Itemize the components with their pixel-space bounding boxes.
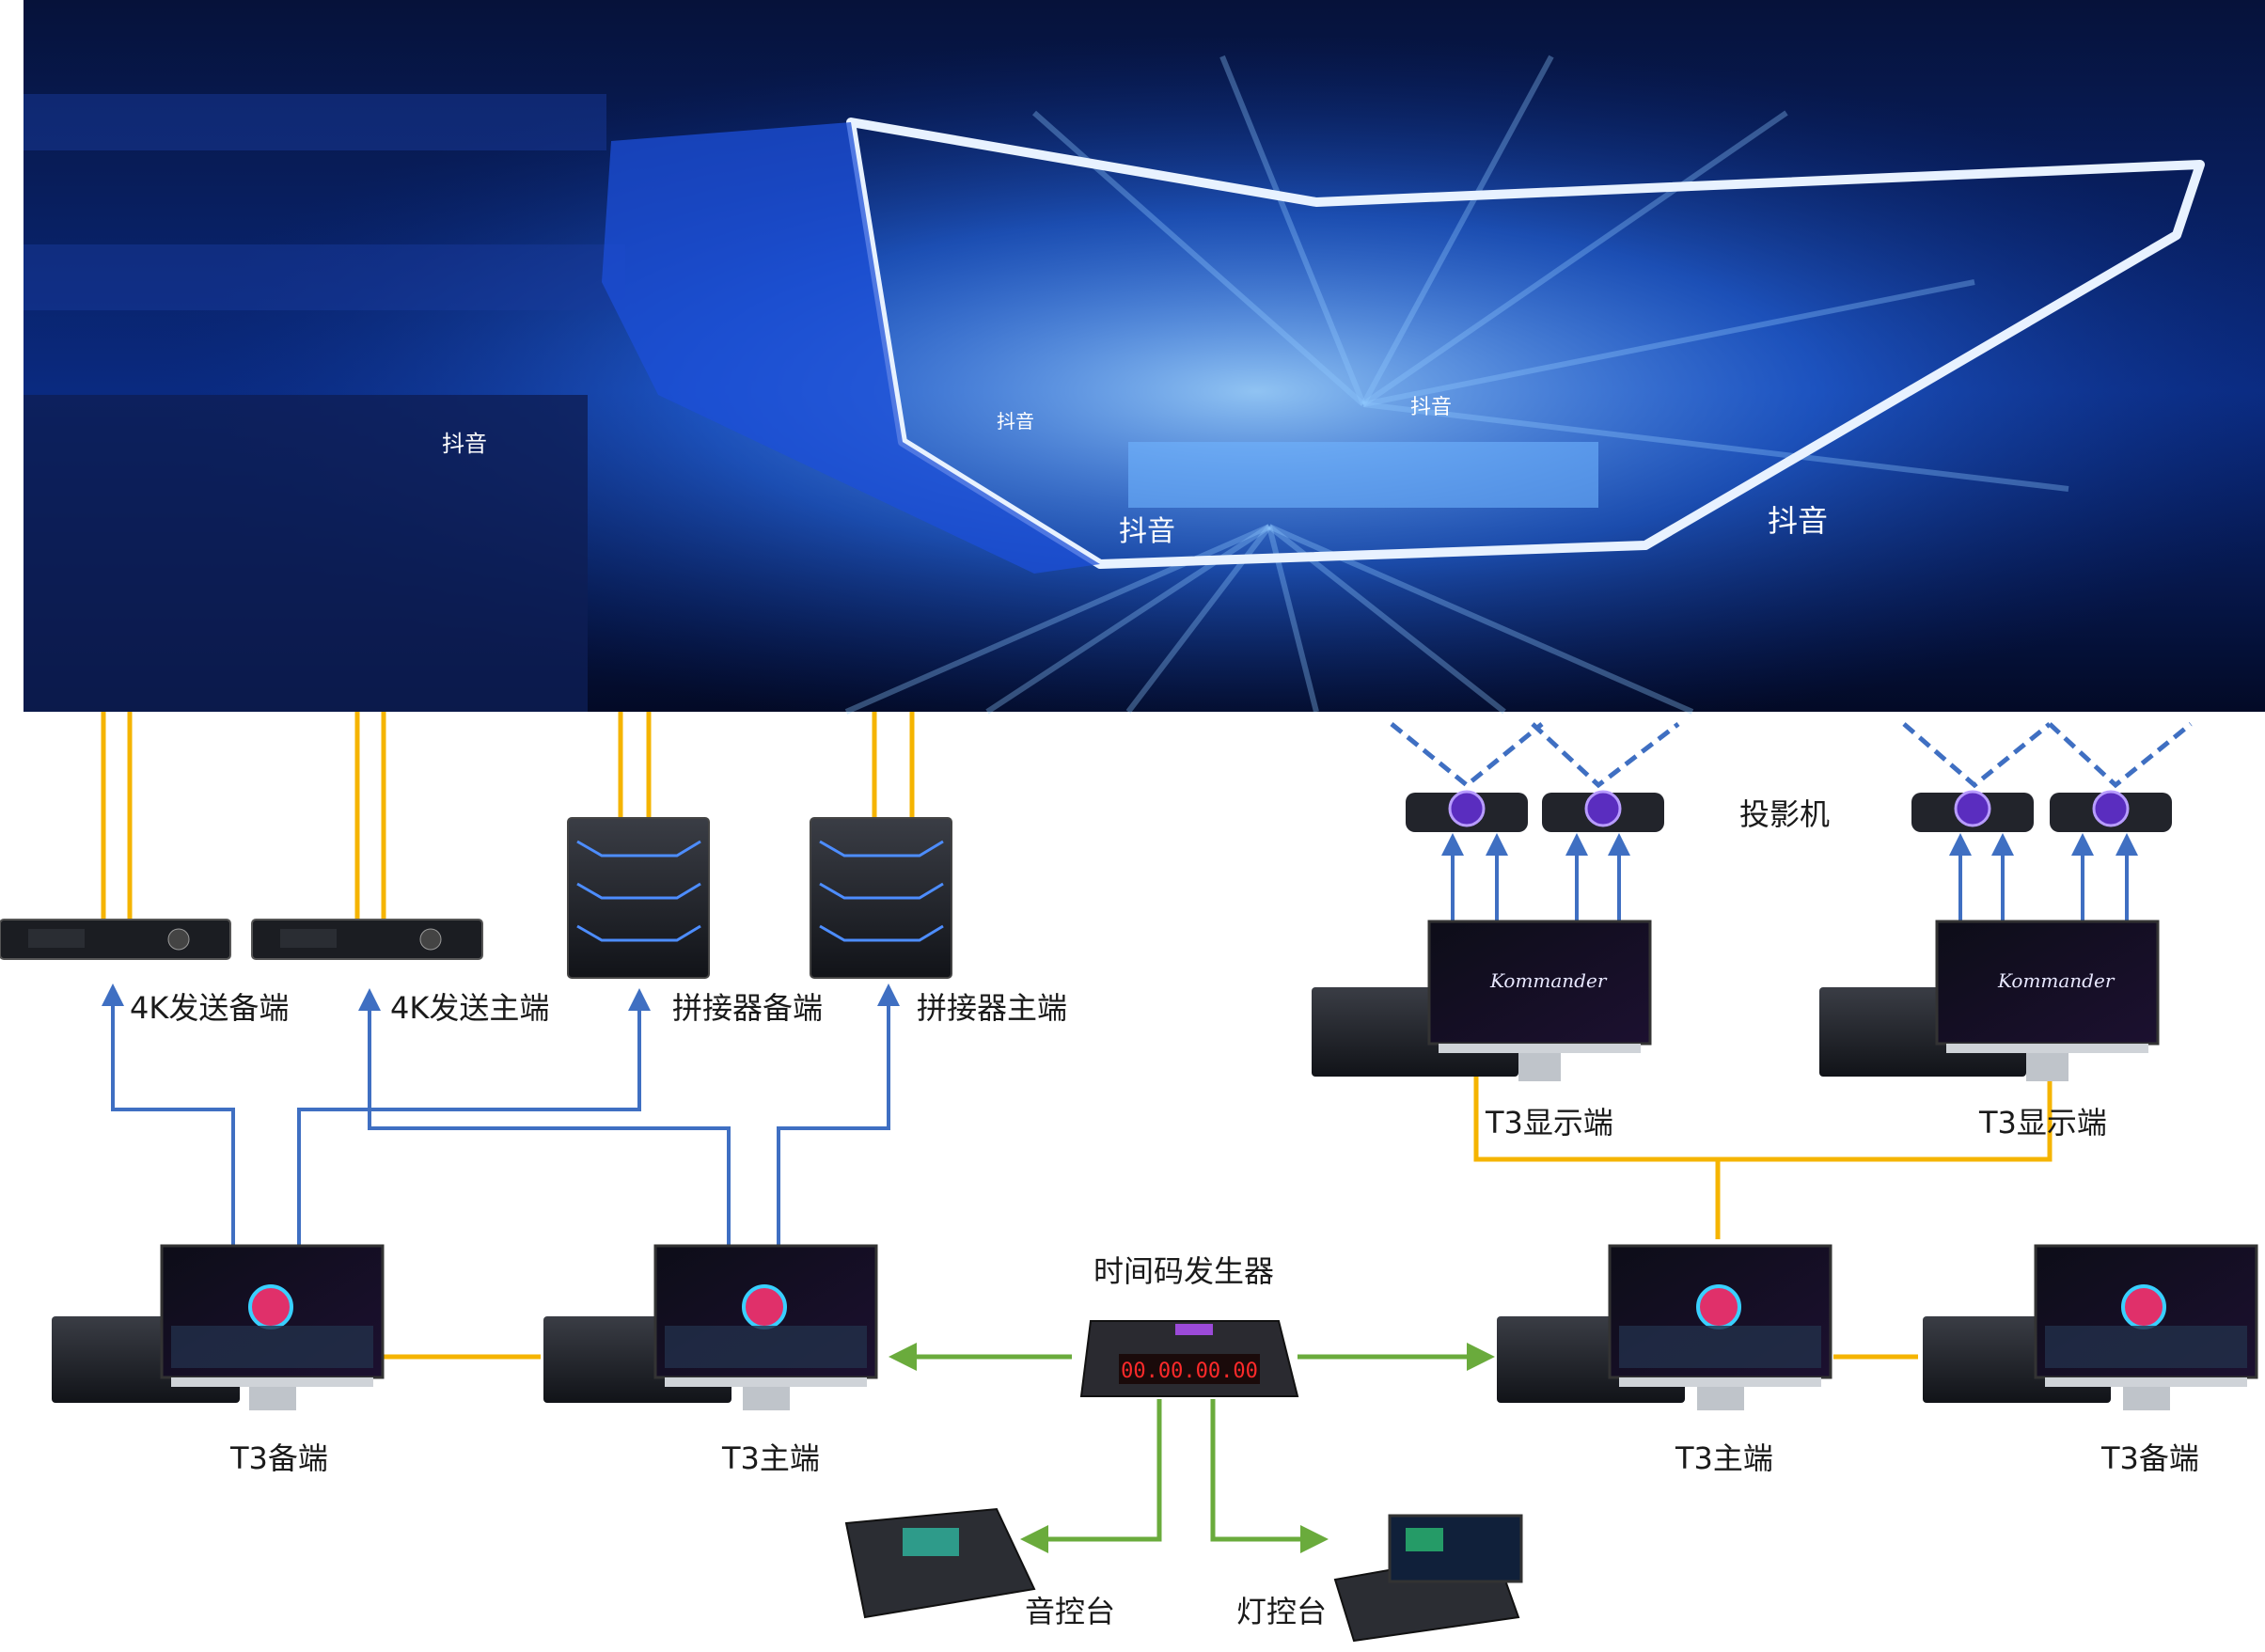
- brand-logo-3: 抖音: [1410, 396, 1452, 419]
- t3-backup-right-label: T3备端: [2100, 1440, 2199, 1476]
- t3-backup-right-station: [1923, 1244, 2258, 1410]
- seating-area: [24, 94, 625, 712]
- kommander-logo-right: Kommander: [1997, 969, 2116, 992]
- t3-display-left-label: T3显示端: [1485, 1105, 1613, 1141]
- audio-console-label: 音控台: [1025, 1594, 1115, 1629]
- kommander-logo-left: Kommander: [1489, 969, 1608, 992]
- brand-logo-5: 抖音: [442, 431, 487, 457]
- t3-main-left-label: T3主端: [721, 1440, 820, 1476]
- projector-label: 投影机: [1739, 796, 1830, 832]
- brand-logo-4: 抖音: [997, 410, 1034, 433]
- video-links: [101, 712, 2053, 1360]
- splicer-backup-label: 拼接器备端: [672, 990, 823, 1026]
- t3-display-right-label: T3显示端: [1978, 1105, 2107, 1141]
- sender-main-device: [251, 919, 483, 960]
- timecode-display: 00.00.00.00: [1121, 1360, 1258, 1383]
- t3-backup-left-label: T3备端: [229, 1440, 328, 1476]
- lighting-console-label: 灯控台: [1236, 1594, 1327, 1629]
- brand-logo-1: 抖音: [1119, 515, 1175, 548]
- stage-floor: [1128, 442, 1598, 508]
- timecode-links: [889, 1343, 1495, 1553]
- sender-backup-device: [0, 919, 231, 960]
- lighting-console-device: [1333, 1514, 1523, 1643]
- timecode-generator-device: 00.00.00.00: [1079, 1320, 1299, 1397]
- t3-display-left-station: Kommander: [1312, 920, 1652, 1081]
- t3-backup-left-station: [52, 1244, 385, 1410]
- projector-2: [1542, 790, 1664, 832]
- sender-main-label: 4K发送主端: [390, 990, 549, 1026]
- t3-main-left-station: [543, 1244, 878, 1410]
- audio-console-device: [844, 1507, 1036, 1619]
- t3-main-right-station: [1497, 1244, 1832, 1410]
- control-links: [102, 833, 2138, 1251]
- projection-beams: [1390, 722, 2193, 789]
- led-canopy-screen: [602, 122, 1100, 574]
- splicer-backup-device: [567, 817, 710, 979]
- led-canopy-frame: [846, 118, 2205, 569]
- brand-logo-2: 抖音: [1768, 503, 1828, 539]
- splicer-main-device: [810, 817, 952, 979]
- stage-photo: 抖音 抖音 抖音 抖音 抖音: [24, 0, 2265, 715]
- timecode-generator-label: 时间码发生器: [1093, 1253, 1274, 1289]
- t3-main-right-label: T3主端: [1675, 1440, 1773, 1476]
- projector-3: [1911, 790, 2034, 832]
- projector-4: [2050, 790, 2172, 832]
- splicer-main-label: 拼接器主端: [917, 990, 1067, 1026]
- t3-display-right-station: Kommander: [1819, 920, 2160, 1081]
- sender-backup-label: 4K发送备端: [130, 990, 289, 1026]
- projector-1: [1406, 790, 1528, 832]
